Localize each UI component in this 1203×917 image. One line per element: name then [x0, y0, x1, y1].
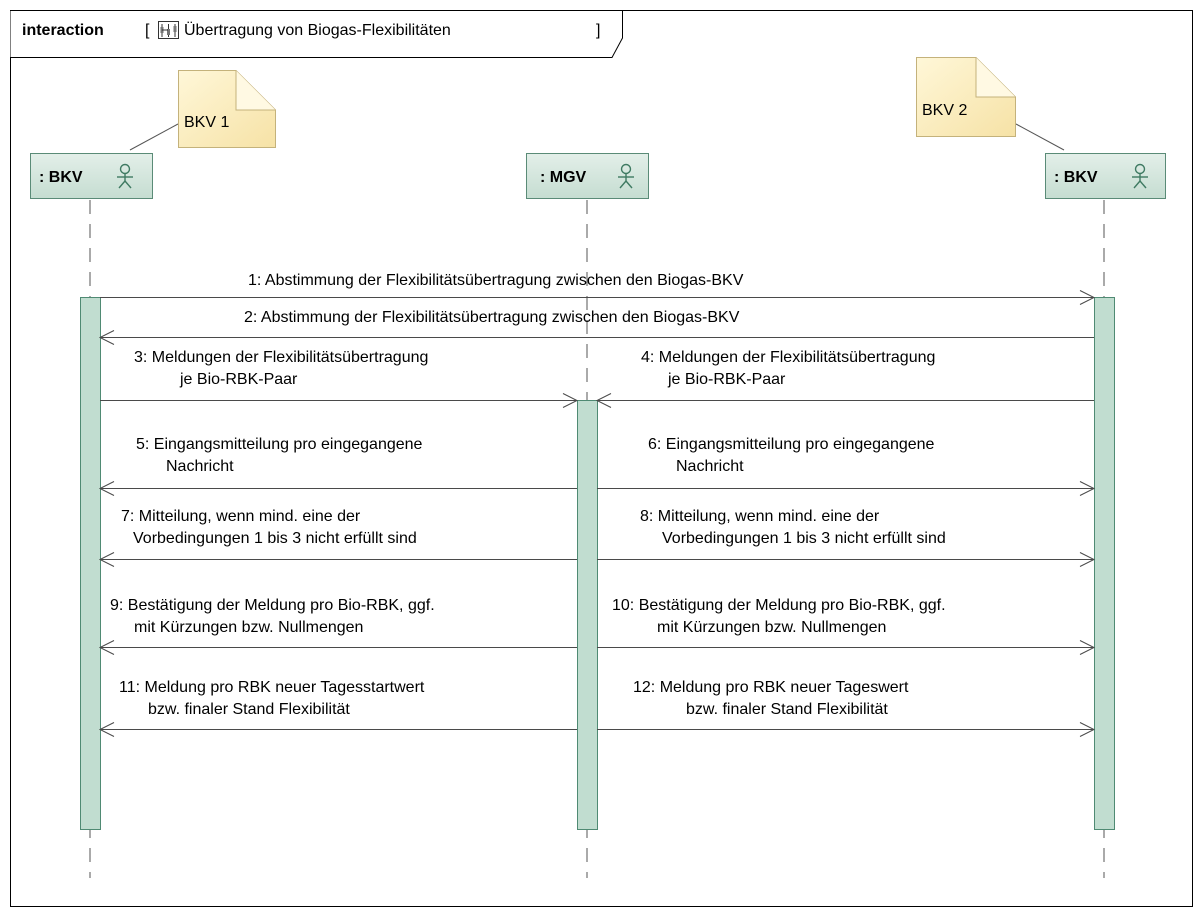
message-arrowhead	[1079, 552, 1096, 567]
message-label-line: 5: Eingangsmitteilung pro eingegangene	[136, 436, 423, 453]
message-label-line: 4: Meldungen der Flexibilitätsübertragun…	[641, 349, 935, 366]
lifeline-mgv-head: : MGV	[526, 153, 649, 199]
message-label-line: 11: Meldung pro RBK neuer Tagesstartwert	[119, 679, 425, 696]
note-bkv1-text: BKV 1	[184, 114, 229, 131]
activation-bkv1	[80, 297, 101, 830]
message-label-line: mit Kürzungen bzw. Nullmengen	[657, 619, 886, 636]
note-bkv1-connector	[129, 123, 179, 151]
message-arrowhead	[98, 330, 115, 345]
message-label-line: 8: Mitteilung, wenn mind. eine der	[640, 508, 880, 525]
message-2: 2: Abstimmung der Flexibilitätsübertragu…	[98, 309, 1094, 345]
message-label-line: 3: Meldungen der Flexibilitätsübertragun…	[134, 349, 428, 366]
lifeline-mgv-label: : MGV	[540, 169, 587, 186]
message-1: 1: Abstimmung der Flexibilitätsübertragu…	[100, 272, 1096, 305]
message-7: 7: Mitteilung, wenn mind. eine derVorbed…	[98, 508, 577, 567]
message-arrowhead	[562, 393, 579, 408]
message-arrowhead	[98, 640, 115, 655]
activation-bkv2	[1094, 297, 1115, 830]
lifeline-bkv1-label: : BKV	[39, 169, 83, 186]
actor-icon	[117, 163, 133, 189]
message-arrowhead	[1079, 290, 1096, 305]
message-arrowhead	[98, 481, 115, 496]
message-label-line: je Bio-RBK-Paar	[179, 371, 298, 388]
lifeline-bkv2-label: : BKV	[1054, 169, 1098, 186]
message-6: 6: Eingangsmitteilung pro eingegangeneNa…	[597, 436, 1096, 496]
message-label-line: Vorbedingungen 1 bis 3 nicht erfüllt sin…	[133, 530, 417, 547]
message-arrowhead	[1079, 640, 1096, 655]
message-label-line: 2: Abstimmung der Flexibilitätsübertragu…	[244, 309, 740, 326]
lifeline-bkv2-head: : BKV	[1045, 153, 1166, 199]
activation-mgv	[577, 400, 598, 830]
note-bkv2-text: BKV 2	[922, 102, 967, 119]
message-label-line: je Bio-RBK-Paar	[667, 371, 786, 388]
message-label-line: 6: Eingangsmitteilung pro eingegangene	[648, 436, 935, 453]
message-5: 5: Eingangsmitteilung pro eingegangeneNa…	[98, 436, 577, 496]
frame-keyword: interaction	[22, 22, 104, 39]
message-arrowhead	[1079, 481, 1096, 496]
message-arrowhead	[98, 722, 115, 737]
actor-icon	[1132, 163, 1148, 189]
message-label-line: 12: Meldung pro RBK neuer Tageswert	[633, 679, 909, 696]
message-arrowhead	[98, 552, 115, 567]
note-bkv1: BKV 1	[178, 70, 276, 148]
message-9: 9: Bestätigung der Meldung pro Bio-RBK, …	[98, 597, 577, 655]
message-8: 8: Mitteilung, wenn mind. eine derVorbed…	[597, 508, 1096, 567]
message-arrowhead	[1079, 722, 1096, 737]
note-bkv2-connector	[1015, 123, 1065, 151]
message-label-line: bzw. finaler Stand Flexibilität	[686, 701, 888, 718]
message-label-line: 7: Mitteilung, wenn mind. eine der	[121, 508, 361, 525]
message-label-line: 9: Bestätigung der Meldung pro Bio-RBK, …	[110, 597, 435, 614]
message-11: 11: Meldung pro RBK neuer Tagesstartwert…	[98, 679, 577, 737]
note-bkv2: BKV 2	[916, 57, 1016, 137]
message-arrowhead	[595, 393, 612, 408]
message-4: 4: Meldungen der Flexibilitätsübertragun…	[595, 349, 1094, 408]
message-label-line: Vorbedingungen 1 bis 3 nicht erfüllt sin…	[662, 530, 946, 547]
messages: 1: Abstimmung der Flexibilitätsübertragu…	[98, 272, 1096, 737]
message-label-line: Nachricht	[166, 458, 234, 475]
message-label-line: bzw. finaler Stand Flexibilität	[148, 701, 350, 718]
message-10: 10: Bestätigung der Meldung pro Bio-RBK,…	[597, 597, 1096, 655]
message-3: 3: Meldungen der Flexibilitätsübertragun…	[100, 349, 579, 408]
interaction-diagram-icon	[158, 21, 179, 39]
lifeline-bkv1-head: : BKV	[30, 153, 153, 199]
actor-icon	[618, 163, 634, 189]
message-12: 12: Meldung pro RBK neuer Tageswert bzw. …	[597, 679, 1096, 737]
message-label-line: mit Kürzungen bzw. Nullmengen	[134, 619, 363, 636]
frame-heading: interaction [ Übertragung von Biogas-Fle…	[22, 21, 600, 39]
message-label-line: Nachricht	[676, 458, 744, 475]
message-label-line: 1: Abstimmung der Flexibilitätsübertragu…	[248, 272, 744, 289]
frame-close-bracket: ]	[596, 22, 600, 39]
message-label-line: 10: Bestätigung der Meldung pro Bio-RBK,…	[612, 597, 946, 614]
frame-title: Übertragung von Biogas-Flexibilitäten	[184, 21, 451, 39]
frame-open-bracket: [	[145, 22, 150, 39]
